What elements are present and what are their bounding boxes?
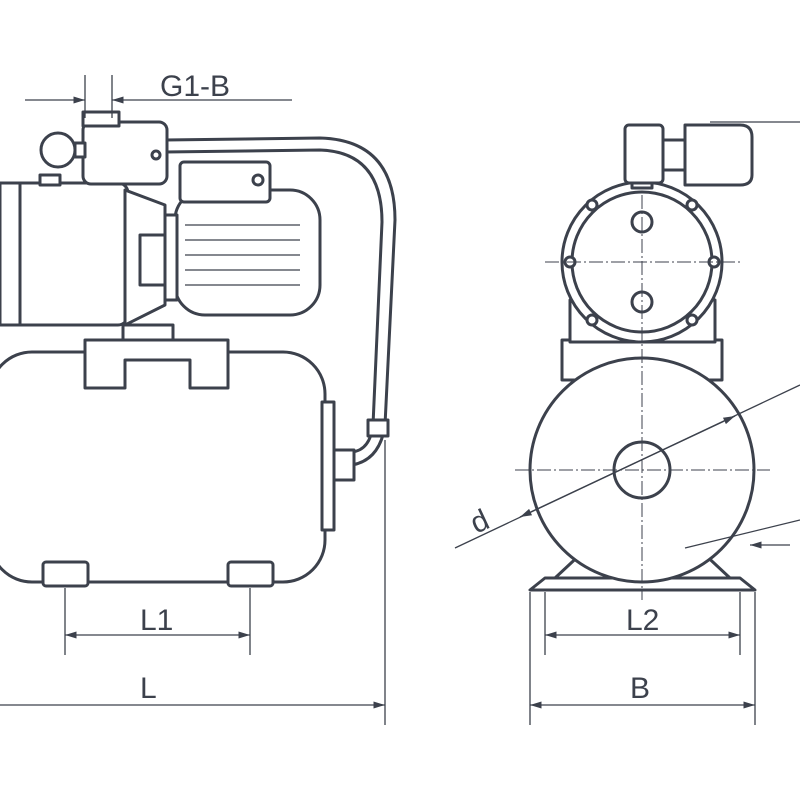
pressure-gauge	[39, 131, 77, 169]
pump-body	[6, 181, 130, 327]
side-view	[0, 75, 397, 725]
label-l2: L2	[626, 604, 659, 637]
tank-saddle	[83, 338, 230, 390]
hose	[163, 136, 397, 467]
label-d: d	[465, 503, 494, 540]
tank-flange	[320, 400, 336, 532]
tank-foot-left	[41, 560, 90, 588]
motor	[173, 188, 322, 317]
front-view	[454, 121, 800, 725]
label-g1-b: G1-B	[160, 70, 230, 103]
tank-foot-right	[226, 560, 275, 588]
label-l: L	[140, 672, 157, 705]
base-plate	[528, 576, 757, 592]
pressure-tank	[0, 350, 327, 584]
pressure-switch-front	[683, 123, 754, 187]
label-l1: L1	[140, 604, 173, 637]
label-b: B	[630, 672, 650, 705]
